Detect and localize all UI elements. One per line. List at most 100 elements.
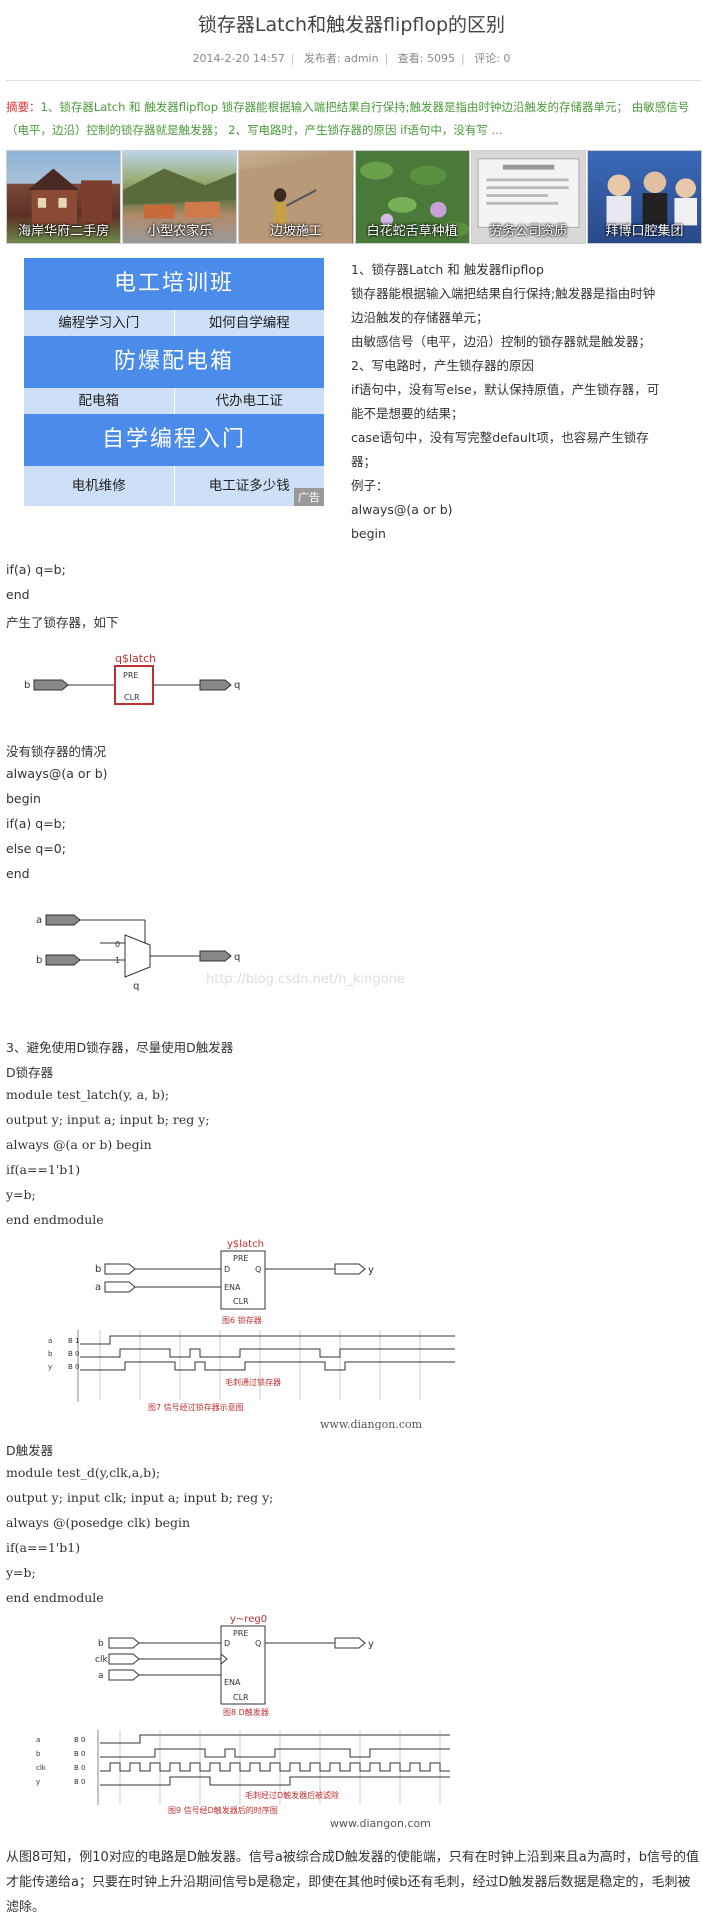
diagram-label: B 0 — [74, 1736, 85, 1744]
diagram-label: b — [48, 1350, 53, 1358]
article-summary: 摘要：1、锁存器Latch 和 触发器flipflop 锁存器能根据输入端把结果… — [6, 96, 698, 142]
code-line: if(a==1'b1) — [6, 1162, 81, 1177]
diagram-label: a — [98, 1671, 104, 1681]
diagram-label: b — [98, 1639, 104, 1649]
text-line: begin — [351, 526, 386, 541]
text-line: 由敏感信号（电平，边沿）控制的锁存器就是触发器； — [351, 334, 652, 349]
diagram-label: a — [48, 1337, 52, 1345]
thumb-link[interactable]: 白花蛇舌草种植 — [354, 150, 470, 244]
ad-link[interactable]: 电工证多少钱 — [208, 478, 290, 494]
thumbnail-strip: 海岸华府二手房 小型农家乐 边坡施工 白花蛇舌草种植 劳务公司资质 拜博口腔集团 — [6, 150, 703, 244]
diagram-label: B 0 — [68, 1363, 79, 1371]
certificate-image — [477, 158, 580, 228]
flipflop-timing-diagram: a B 0 b B 0 clk B 0 y B 0 毛刺经过D触发器后被滤除 图… — [30, 1730, 450, 1830]
diagram-label: y~reg0 — [230, 1614, 267, 1625]
diagram-label: CLR — [233, 1297, 249, 1306]
ad-link[interactable]: 防爆配电箱 — [24, 336, 324, 388]
thumb-link[interactable]: 小型农家乐 — [122, 150, 238, 244]
text-line: 器； — [351, 454, 377, 469]
text-line: 锁存器能根据输入端把结果自行保持;触发器是指由时钟 — [351, 286, 656, 301]
code-line: begin — [6, 791, 41, 806]
ad-link[interactable]: 如何自学编程 — [208, 315, 290, 331]
code-line: end — [6, 866, 30, 881]
farmhouse-image — [123, 168, 237, 219]
ad-link[interactable]: 代办电工证 — [215, 393, 284, 409]
text-line: 3、避免使用D锁存器，尽量使用D触发器 — [6, 1040, 234, 1055]
diagram-label: 1 — [115, 956, 120, 965]
ad-block[interactable]: 电工培训班 编程学习入门 如何自学编程 防爆配电箱 配电箱 代办电工证 自学编程入门… — [24, 258, 324, 506]
diagram-label: a — [36, 1736, 40, 1744]
site-watermark: www.diangon.com — [320, 1418, 423, 1430]
article-meta: 2014-2-20 14:57| 发布者: admin| 查看: 5095| 评… — [0, 50, 703, 66]
diagram-label: ENA — [224, 1678, 241, 1687]
meta-separator: | — [461, 52, 465, 65]
figure-caption: 图6 锁存器 — [222, 1315, 262, 1325]
thumb-link[interactable]: 海岸华府二手房 — [6, 150, 122, 244]
ad-link[interactable]: 编程学习入门 — [24, 310, 175, 336]
diagram-label: clk — [36, 1764, 47, 1772]
watermark: http://blog.csdn.net/h_kingone — [206, 972, 405, 987]
diagram-label: D — [224, 1639, 230, 1648]
code-line: module test_d(y,clk,a,b); — [6, 1465, 161, 1480]
diagram-label: ENA — [224, 1283, 241, 1292]
meta-separator: | — [290, 52, 295, 65]
text-line: D触发器 — [6, 1443, 54, 1458]
diagram-label: a — [95, 1282, 101, 1293]
diagram-label: CLR — [233, 1693, 249, 1702]
figure-caption: 图8 D触发器 — [223, 1707, 269, 1717]
diagram-note: 毛刺经过D触发器后被滤除 — [245, 1790, 339, 1800]
thumb-link[interactable]: 拜博口腔集团 — [586, 150, 703, 244]
slope-work-image — [239, 151, 353, 243]
code-line: output y; input clk; input a; input b; r… — [6, 1490, 274, 1505]
ad-row: 配电箱 代办电工证 — [24, 388, 324, 414]
code-line: y=b; — [6, 1565, 36, 1580]
text-line: 1、锁存器Latch 和 触发器flipflop — [351, 262, 544, 277]
code-line: always@(a or b) — [6, 766, 108, 781]
diagram-label: y — [48, 1363, 52, 1371]
thumb-link[interactable]: 边坡施工 — [238, 150, 354, 244]
ad-link[interactable]: 配电箱 — [24, 388, 175, 414]
diagram-label: B 0 — [74, 1764, 85, 1772]
code-line: end endmodule — [6, 1212, 104, 1227]
diagram-label: y — [36, 1778, 40, 1786]
post-author[interactable]: 发布者: admin — [303, 52, 379, 65]
diagram-note: 毛刺通过锁存器 — [225, 1377, 281, 1387]
code-line: else q=0; — [6, 841, 66, 856]
d-latch-diagram: y$latch b a PRE D Q ENA CLR y 图6 锁存器 — [95, 1239, 374, 1325]
title-divider — [6, 80, 701, 81]
mux-diagram: a b 0 1 q q http://blog.csdn.net/h_kingo… — [36, 914, 405, 992]
diagram-label: B 1 — [68, 1337, 79, 1345]
summary-text: 1、锁存器Latch 和 触发器flipflop 锁存器能根据输入端把结果自行保… — [6, 100, 690, 137]
diagram-label: b — [36, 955, 42, 966]
diagram-label: PRE — [233, 1254, 248, 1263]
diagram-label: b — [95, 1264, 101, 1275]
thumb-link[interactable]: 劳务公司资质 — [470, 150, 586, 244]
diagram-label: a — [36, 915, 42, 926]
code-line: if(a) q=b; — [6, 816, 66, 831]
diagram-label: q — [234, 680, 240, 691]
figure-caption: 图7 信号经过锁存器示意图 — [148, 1402, 244, 1412]
code-line: y=b; — [6, 1187, 36, 1202]
post-date: 2014-2-20 14:57 — [192, 52, 285, 65]
body-text-right: 1、锁存器Latch 和 触发器flipflop 锁存器能根据输入端把结果自行保… — [351, 258, 701, 546]
diagram-label: CLR — [124, 693, 140, 702]
diagram-label: D — [224, 1265, 230, 1274]
ad-row: 编程学习入门 如何自学编程 — [24, 310, 324, 336]
article-title: 锁存器Latch和触发器flipflop的区别 — [197, 14, 506, 36]
comment-count[interactable]: 评论: 0 — [474, 52, 511, 65]
text-line: 能不是想要的结果； — [351, 406, 464, 421]
text-line: case语句中，没有写完整default项，也容易产生锁存 — [351, 430, 649, 445]
thumb-caption: 白花蛇舌草种植 — [366, 224, 458, 239]
code-line: if(a==1'b1) — [6, 1540, 81, 1555]
ad-link[interactable]: 电机维修 — [24, 466, 175, 506]
text-line: 边沿触发的存储器单元； — [351, 310, 489, 325]
diagram-label: y — [368, 1639, 374, 1650]
ad-link[interactable]: 电工培训班 — [24, 258, 324, 310]
diagram-label: Q — [255, 1265, 261, 1274]
ad-tag: 广告 — [294, 488, 324, 506]
code-line: output y; input a; input b; reg y; — [6, 1112, 210, 1127]
diagram-label: clk — [95, 1655, 108, 1665]
latch-timing-diagram: a B 1 b B 0 y B 0 毛刺通过锁存器 图7 信号经过锁存器示意图 … — [40, 1330, 455, 1430]
dental-group-image — [606, 171, 697, 226]
ad-link[interactable]: 自学编程入门 — [24, 414, 324, 466]
